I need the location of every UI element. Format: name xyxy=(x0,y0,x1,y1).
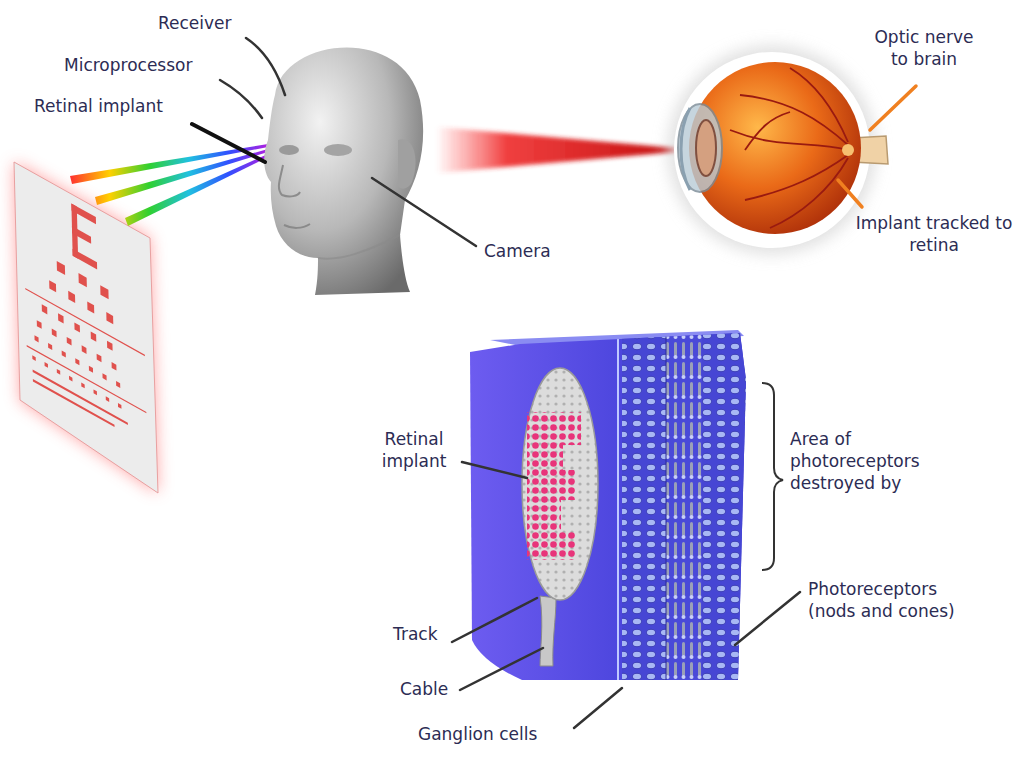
signal-beam xyxy=(438,127,676,173)
part-label: Camera xyxy=(484,240,551,262)
retina-section xyxy=(470,330,748,690)
head-figure xyxy=(264,48,423,295)
part-label: Ganglion cells xyxy=(418,723,537,745)
light-beams xyxy=(70,144,268,226)
part-label: Microprocessor xyxy=(64,54,192,76)
part-label: Retinal implant xyxy=(372,428,456,472)
eye-chart xyxy=(14,162,158,493)
eyeball xyxy=(668,46,888,254)
leader-line xyxy=(192,38,800,728)
leader-line xyxy=(838,86,916,207)
part-label: Receiver xyxy=(158,12,232,34)
part-label: Optic nerve to brain xyxy=(868,26,980,70)
part-label: Implant tracked to retina xyxy=(855,212,1013,256)
part-label: Retinal implant xyxy=(34,95,163,117)
bracket xyxy=(762,383,783,570)
part-label: Cable xyxy=(400,678,448,700)
part-label: Area of photoreceptors destroyed by xyxy=(790,428,935,494)
part-label: Photoreceptors (nods and cones) xyxy=(808,578,973,622)
part-label: Track xyxy=(393,623,437,645)
